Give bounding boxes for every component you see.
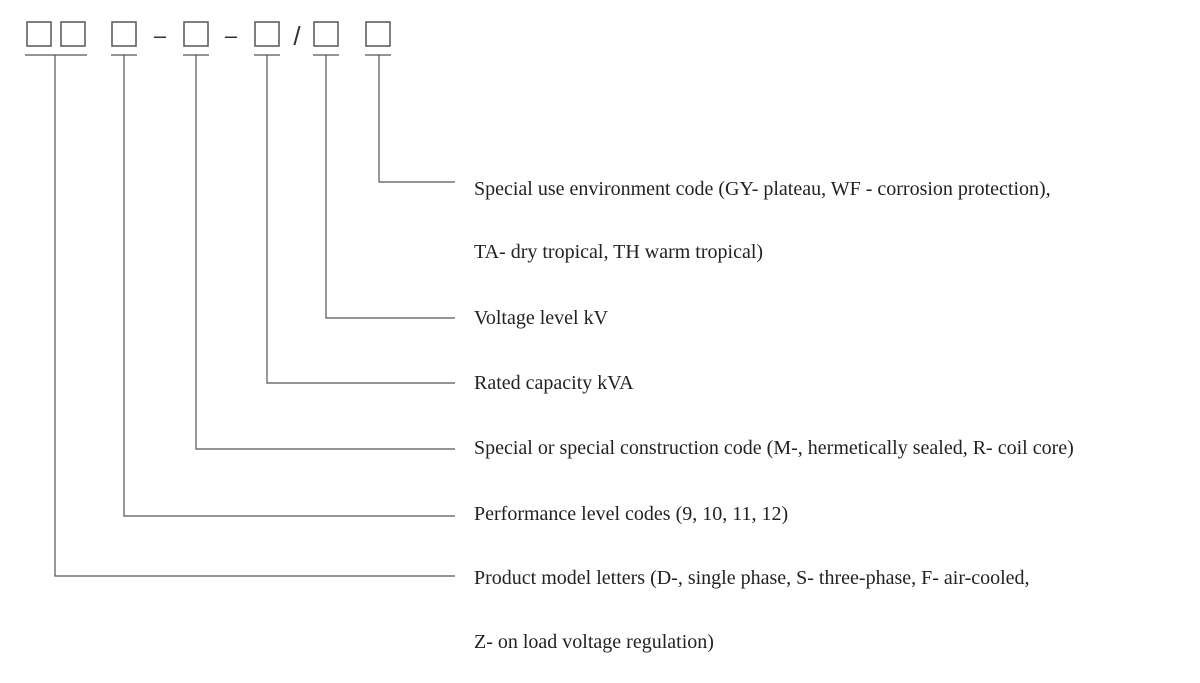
desc-construction: Special or special construction code (M-… xyxy=(474,437,1074,459)
desc-capacity: Rated capacity kVA xyxy=(474,372,634,394)
leader-voltage xyxy=(325,55,455,319)
code-box-1 xyxy=(26,21,52,47)
code-box-5 xyxy=(254,21,280,47)
separator-dash-1: – xyxy=(154,23,167,48)
desc-environment-line-1: Special use environment code (GY- platea… xyxy=(474,178,1051,200)
leader-performance xyxy=(123,55,455,517)
separator-dash-2: – xyxy=(225,23,238,48)
leader-construction xyxy=(195,55,455,450)
desc-voltage: Voltage level kV xyxy=(474,307,609,329)
code-box-4 xyxy=(183,21,209,47)
leader-environment xyxy=(378,55,455,183)
code-box-7 xyxy=(365,21,391,47)
leader-capacity xyxy=(266,55,455,384)
desc-product-letters-line-2: Z- on load voltage regulation) xyxy=(474,631,714,653)
code-box-3 xyxy=(111,21,137,47)
desc-environment-line-2: TA- dry tropical, TH warm tropical) xyxy=(474,241,764,263)
desc-product-letters-line-1: Product model letters (D-, single phase,… xyxy=(474,567,1030,589)
code-box-2 xyxy=(60,21,86,47)
desc-performance: Performance level codes (9, 10, 11, 12) xyxy=(474,503,789,525)
separator-slash: / xyxy=(293,21,301,51)
code-box-6 xyxy=(313,21,339,47)
leader-product-letters xyxy=(54,55,455,577)
